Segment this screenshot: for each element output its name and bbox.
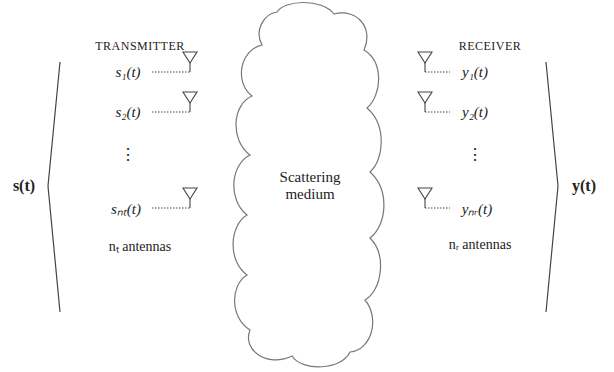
antenna-symbol <box>418 52 432 63</box>
antenna-symbol <box>418 188 432 199</box>
section-heading: RECEIVER <box>459 39 522 54</box>
vector-signal: y(t) <box>572 177 596 195</box>
signal-name: yₙᵣ(t) <box>462 198 493 218</box>
cloud-label: Scattering medium <box>260 169 360 203</box>
antenna-stem <box>424 103 425 112</box>
feed-wire <box>425 71 450 72</box>
feed-wire <box>425 207 450 208</box>
section-heading: TRANSMITTER <box>95 39 185 54</box>
ellipsis-dots: ⋮ <box>467 145 483 164</box>
scattering-cloud: Scattering medium <box>222 0 398 372</box>
signal-name: y₂(t) <box>462 104 488 121</box>
antenna-stem <box>424 63 425 72</box>
right-bracket <box>546 62 558 312</box>
antenna-count: nₜ antennas <box>109 236 171 255</box>
left-bracket <box>48 62 60 312</box>
antenna-symbol <box>183 52 197 63</box>
antenna-stem <box>189 103 190 112</box>
signal-name: s₁(t) <box>115 64 140 81</box>
antenna-symbol <box>418 92 432 103</box>
ellipsis-dots: ⋮ <box>120 145 136 164</box>
signal-name: y₁(t) <box>462 64 488 81</box>
signal-name: s₂(t) <box>115 104 140 121</box>
feed-wire <box>152 207 190 208</box>
feed-wire <box>152 111 190 112</box>
signal-name: sₙₜ(t) <box>111 198 141 218</box>
antenna-stem <box>424 199 425 208</box>
antenna-count: nᵣ antennas <box>449 237 512 253</box>
vector-signal: s(t) <box>13 177 35 195</box>
antenna-stem <box>189 199 190 208</box>
antenna-symbol <box>183 92 197 103</box>
antenna-symbol <box>183 188 197 199</box>
cloud-path <box>233 3 384 367</box>
feed-wire <box>152 71 190 72</box>
antenna-stem <box>189 63 190 72</box>
feed-wire <box>425 111 450 112</box>
